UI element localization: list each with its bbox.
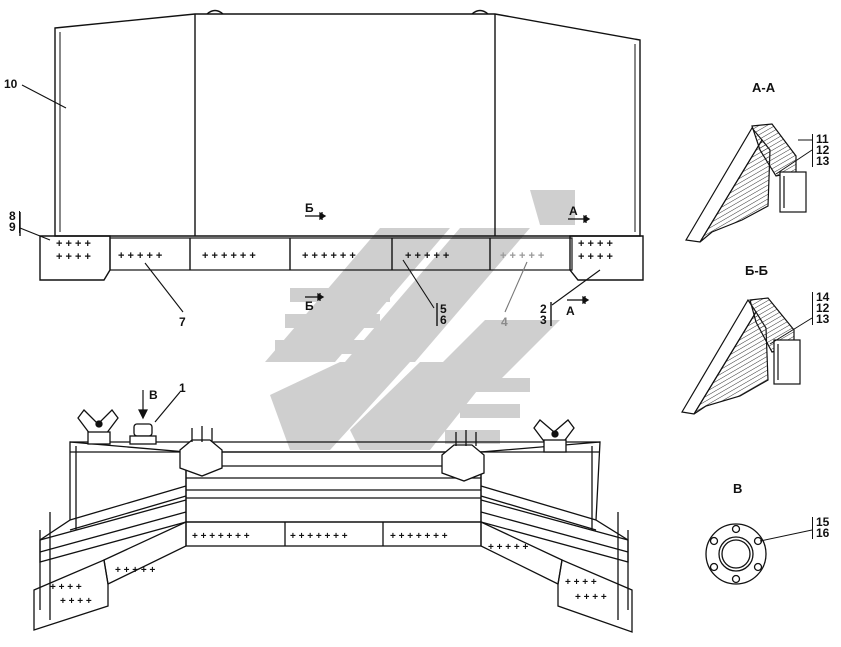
watermark-logo [265, 190, 575, 450]
callout-5: 5 [440, 302, 447, 316]
bolt-pattern-top: + + + ++ + + + + + + + + + + + + + + + +… [56, 238, 613, 263]
section-title-b-b: Б-Б [745, 263, 769, 278]
callout-13-a: 13 [816, 154, 830, 168]
svg-text:+ + + + +: + + + + + [500, 250, 544, 262]
svg-text:+ + + +: + + + + [575, 592, 607, 603]
callout-12-b: 12 [816, 301, 830, 315]
svg-text:+ + + + +: + + + + + [118, 250, 162, 262]
view-mark-v: В [149, 388, 158, 402]
callout-2: 2 [540, 302, 547, 316]
callout-15: 15 [816, 515, 830, 529]
callout-13-b: 13 [816, 312, 830, 326]
callout-8: 8 [9, 209, 16, 223]
blade-top-view [39, 9, 644, 281]
callout-10: 10 [4, 77, 18, 91]
callout-7: 7 [179, 315, 186, 329]
svg-text:+ + + +: + + + + [56, 251, 91, 263]
svg-text:+ + + +: + + + + [60, 596, 92, 607]
svg-text:+ + + + + +: + + + + + + [302, 250, 356, 262]
svg-text:+ + + + + + +: + + + + + + + [192, 531, 250, 542]
svg-text:+ + + + +: + + + + + [115, 565, 155, 576]
callout-11-13: 11 12 13 [812, 132, 830, 168]
section-mark-b-bottom: Б [305, 299, 314, 313]
callout-5-6: 5 6 [436, 302, 447, 327]
callout-1: 1 [179, 381, 186, 395]
section-mark-b-top: Б [305, 201, 314, 215]
lifting-brackets [77, 409, 575, 482]
view-b-arrow [138, 390, 181, 423]
svg-text:+ + + + +: + + + + + [405, 250, 449, 262]
callout-3: 3 [540, 313, 547, 327]
section-b-b [681, 297, 813, 415]
view-b-flange [705, 523, 813, 585]
leader-lines-top [19, 84, 601, 326]
svg-text:+ + + + + + +: + + + + + + + [290, 531, 348, 542]
callout-12-a: 12 [816, 143, 830, 157]
section-a-a [685, 123, 813, 243]
callout-11: 11 [816, 132, 829, 146]
callout-9: 9 [9, 220, 16, 234]
svg-text:+ + + +: + + + + [50, 582, 82, 593]
callout-6: 6 [440, 313, 447, 327]
callout-14-13: 14 12 13 [812, 290, 830, 326]
view-title-v: В [733, 481, 743, 496]
svg-text:+ + + + +: + + + + + [488, 542, 528, 553]
callout-15-16: 15 16 [812, 515, 830, 540]
callout-2-3: 2 3 [540, 302, 547, 327]
section-mark-a-bottom: А [566, 304, 575, 318]
callout-4: 4 [501, 315, 508, 329]
section-title-a-a: А-А [752, 80, 776, 95]
bolt-pattern-front: + + + + + + + + + + + + + + + + + + + + … [50, 531, 607, 607]
svg-text:+ + + +: + + + + [578, 251, 613, 263]
callout-8-9: 8 9 [9, 209, 20, 234]
callout-16: 16 [816, 526, 830, 540]
section-mark-a-top: А [569, 204, 578, 218]
callout-14: 14 [816, 290, 830, 304]
svg-text:+ + + +: + + + + [565, 577, 597, 588]
svg-text:+ + + +: + + + + [578, 238, 613, 250]
svg-text:+ + + + + +: + + + + + + [202, 250, 256, 262]
blade-front-view [33, 441, 633, 633]
section-arrows [305, 211, 591, 305]
svg-text:+ + + + + + +: + + + + + + + [390, 531, 448, 542]
svg-text:+ + + +: + + + + [56, 238, 91, 250]
